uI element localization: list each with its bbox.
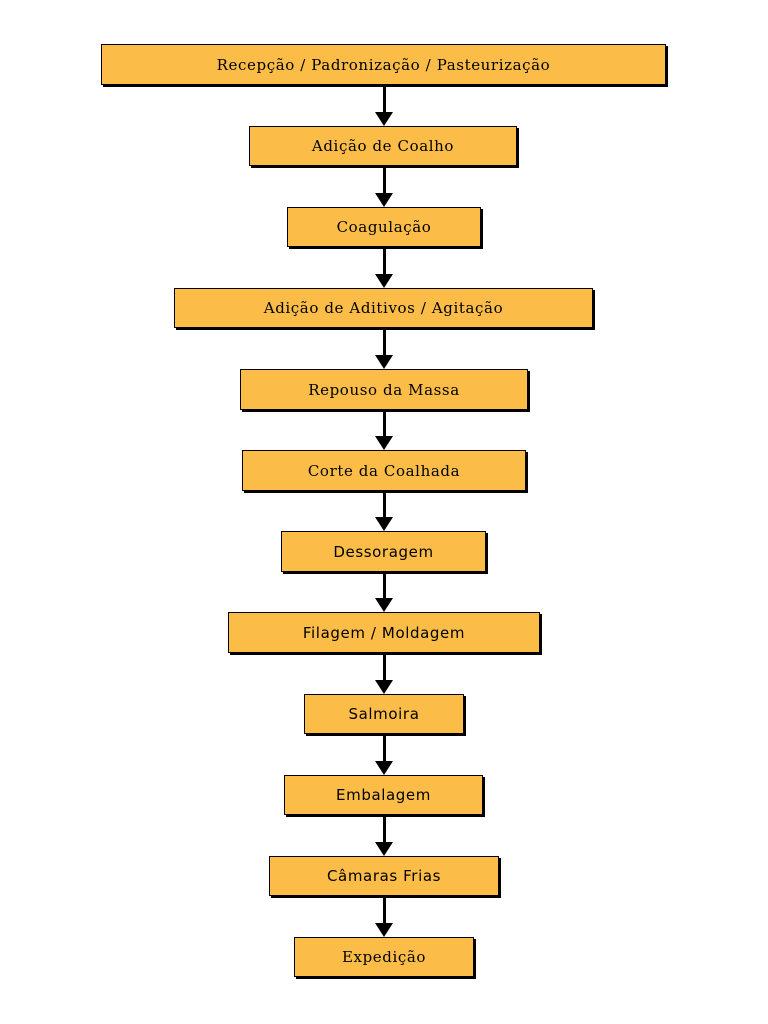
step-label: Embalagem xyxy=(336,786,431,804)
step-label: Adição de Aditivos / Agitação xyxy=(263,299,504,317)
step-label: Salmoira xyxy=(348,705,420,723)
step-curd-cutting: Corte da Coalhada xyxy=(242,450,526,491)
step-whey-draining: Dessoragem xyxy=(281,531,486,572)
step-cold-chambers: Câmaras Frias xyxy=(269,856,499,896)
step-stretching-molding: Filagem / Moldagem xyxy=(228,612,540,653)
step-rennet-addition: Adição de Coalho xyxy=(249,126,517,166)
step-label: Expedição xyxy=(341,948,427,966)
step-label: Coagulação xyxy=(336,218,432,236)
step-coagulation: Coagulação xyxy=(287,207,481,247)
step-label: Filagem / Moldagem xyxy=(302,623,466,642)
step-shipping: Expedição xyxy=(294,937,474,977)
step-label: Repouso da Massa xyxy=(308,380,460,399)
step-label: Dessoragem xyxy=(333,542,434,561)
step-label: Adição de Coalho xyxy=(311,137,455,155)
step-brine: Salmoira xyxy=(304,694,464,734)
step-label: Recepção / Padronização / Pasteurização xyxy=(216,55,551,74)
step-label: Câmaras Frias xyxy=(326,867,442,885)
step-mass-rest: Repouso da Massa xyxy=(240,369,528,410)
step-reception-standardization-pasteurization: Recepção / Padronização / Pasteurização xyxy=(101,44,666,85)
step-label: Corte da Coalhada xyxy=(307,461,461,480)
step-packaging: Embalagem xyxy=(284,775,483,815)
step-additives-agitation: Adição de Aditivos / Agitação xyxy=(174,288,593,328)
